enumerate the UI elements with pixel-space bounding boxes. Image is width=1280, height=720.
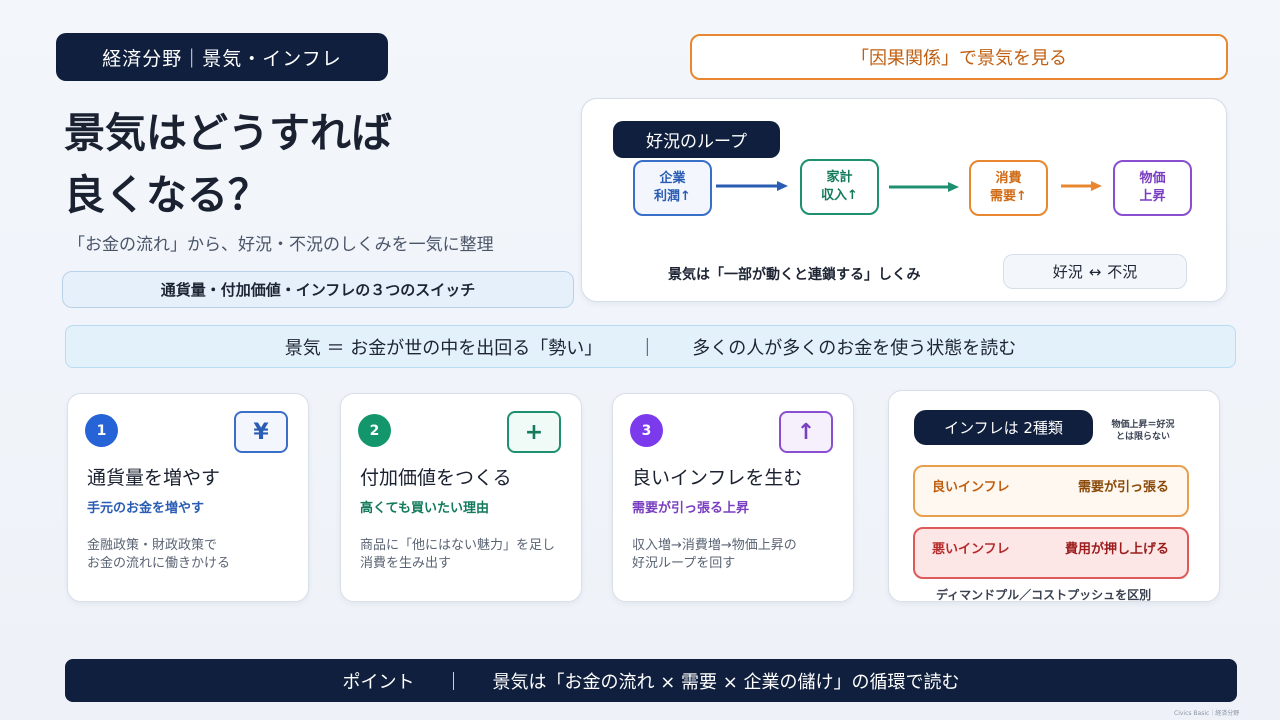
loop-node-corporate-profit: 企業 利潤↑ — [633, 160, 712, 216]
card-subtitle: 手元のお金を増やす — [87, 501, 205, 516]
loop-node-household-income: 家計 収入↑ — [800, 159, 879, 215]
point-bar: ポイント ｜ 景気は「お金の流れ × 需要 × 企業の儲け」の循環で読む — [65, 659, 1237, 702]
subtitle: 「お金の流れ」から、好況・不況のしくみを一気に整理 — [68, 235, 494, 255]
inflation-note: 物価上昇＝好況 とは限らない — [1101, 419, 1185, 443]
node-label: 収入↑ — [821, 188, 858, 203]
boom-label: 好況 — [1052, 263, 1083, 281]
category-tag: 経済分野｜景気・インフレ — [56, 33, 388, 81]
definition-banner: 景気 ＝ お金が世の中を出回る「勢い」 ｜ 多くの人が多くのお金を使う状態を読む — [65, 325, 1236, 368]
card-body-line: 金融政策・財政政策で — [87, 538, 218, 553]
definition-separator: ｜ — [638, 337, 657, 359]
inflation-note-line: とは限らない — [1115, 432, 1170, 442]
plus-icon: + — [507, 411, 561, 453]
causal-tag: 「因果関係」で景気を見る — [690, 34, 1228, 80]
boom-bust-pill: 好況 ↔ 不況 — [1003, 254, 1187, 289]
inflation-note-line: 物価上昇＝好況 — [1111, 420, 1175, 430]
card-body-line: 好況ループを回す — [632, 556, 736, 571]
card-subtitle: 高くても買いたい理由 — [360, 501, 489, 516]
switch-card-added-value: 2 + 付加価値をつくる 高くても買いたい理由 商品に「他にはない魅力」を足し … — [340, 393, 582, 602]
arrow-up-icon: ↑ — [779, 411, 833, 453]
bad-inflation-cause: 費用が押し上げる — [1064, 541, 1169, 557]
card-body-line: 消費を生み出す — [360, 556, 452, 571]
point-separator: ｜ — [444, 671, 463, 693]
bad-inflation-label: 悪いインフレ — [932, 541, 1010, 557]
loop-node-consumer-demand: 消費 需要↑ — [969, 160, 1048, 216]
node-label: 利潤↑ — [654, 189, 691, 204]
node-label: 需要↑ — [990, 189, 1027, 204]
page-title: 景気はどうすれば 良くなる？ — [64, 102, 544, 226]
node-label: 企業 — [659, 171, 686, 186]
node-label: 家計 — [826, 170, 853, 185]
double-arrow-icon: ↔ — [1088, 262, 1102, 281]
switch-card-money-supply: 1 ¥ 通貨量を増やす 手元のお金を増やす 金融政策・財政政策で お金の流れに働… — [67, 393, 309, 602]
switch-card-good-inflation: 3 ↑ 良いインフレを生む 需要が引っ張る上昇 収入増→消費増→物価上昇の 好況… — [612, 393, 854, 602]
card-body-line: お金の流れに働きかける — [87, 556, 231, 571]
loop-node-price-rise: 物価 上昇 — [1113, 160, 1192, 216]
inflation-tag: インフレは 2種類 — [914, 410, 1093, 445]
card-body: 商品に「他にはない魅力」を足し 消費を生み出す — [360, 537, 572, 573]
good-inflation-row: 良いインフレ 需要が引っ張る — [913, 465, 1189, 517]
point-text: 景気は「お金の流れ × 需要 × 企業の儲け」の循環で読む — [492, 671, 960, 693]
title-line-1: 景気はどうすれば — [64, 109, 392, 157]
loop-tag: 好況のループ — [613, 121, 780, 158]
definition-right: 多くの人が多くのお金を使う状態を読む — [692, 337, 1017, 359]
step-number-badge: 2 — [358, 414, 391, 447]
good-inflation-label: 良いインフレ — [932, 479, 1010, 495]
yen-icon: ¥ — [234, 411, 288, 453]
source-credit: Civics Basic｜経済分野 — [1174, 710, 1240, 717]
step-number-badge: 3 — [630, 414, 663, 447]
card-body-line: 収入増→消費増→物価上昇の — [632, 538, 797, 553]
good-inflation-cause: 需要が引っ張る — [1077, 479, 1169, 495]
inflation-footnote: ディマンドプル／コストプッシュを区別 — [936, 588, 1152, 602]
node-label: 上昇 — [1139, 189, 1166, 204]
node-label: 物価 — [1139, 171, 1166, 186]
switch-pill: 通貨量・付加価値・インフレの３つのスイッチ — [62, 271, 574, 308]
card-body: 収入増→消費増→物価上昇の 好況ループを回す — [632, 537, 844, 573]
loop-caption: 景気は「一部が動くと連鎖する」しくみ — [668, 267, 921, 283]
bust-label: 不況 — [1107, 263, 1138, 281]
card-title: 通貨量を増やす — [87, 467, 221, 489]
bad-inflation-row: 悪いインフレ 費用が押し上げる — [913, 527, 1189, 579]
node-label: 消費 — [995, 171, 1022, 186]
card-body: 金融政策・財政政策で お金の流れに働きかける — [87, 537, 299, 573]
point-label: ポイント — [342, 671, 415, 693]
definition-left: 景気 ＝ お金が世の中を出回る「勢い」 — [284, 337, 603, 359]
card-subtitle: 需要が引っ張る上昇 — [632, 501, 750, 516]
card-title: 良いインフレを生む — [632, 467, 803, 489]
card-body-line: 商品に「他にはない魅力」を足し — [360, 538, 556, 553]
title-line-2: 良くなる？ — [64, 171, 269, 219]
step-number-badge: 1 — [85, 414, 118, 447]
card-title: 付加価値をつくる — [360, 467, 512, 489]
